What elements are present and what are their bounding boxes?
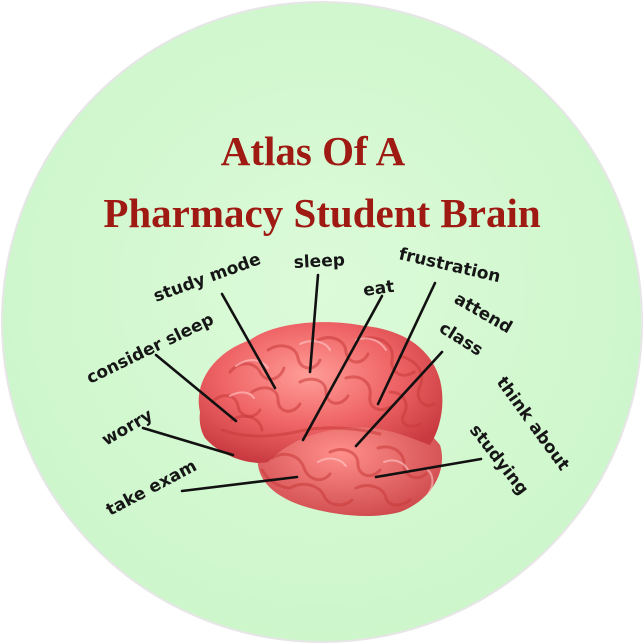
leader-consider-sleep: [154, 353, 238, 423]
label-sleep: sleep: [293, 250, 345, 273]
label-eat: eat: [362, 277, 396, 301]
leader-study-mode: [220, 292, 277, 390]
leader-take-exam: [180, 475, 299, 493]
leader-eat: [301, 294, 384, 442]
brain-illustration: [198, 322, 443, 516]
leader-worry: [141, 426, 235, 457]
brain-cerebrum: [198, 322, 443, 463]
leader-studying: [374, 457, 483, 479]
leader-sleep: [308, 273, 320, 374]
leader-frustration: [376, 281, 437, 406]
leader-attend-class: [354, 350, 444, 448]
leader-lines: [141, 273, 483, 493]
title-line-2: Pharmacy Student Brain: [103, 190, 541, 236]
title-line-1: Atlas Of A: [221, 128, 406, 174]
